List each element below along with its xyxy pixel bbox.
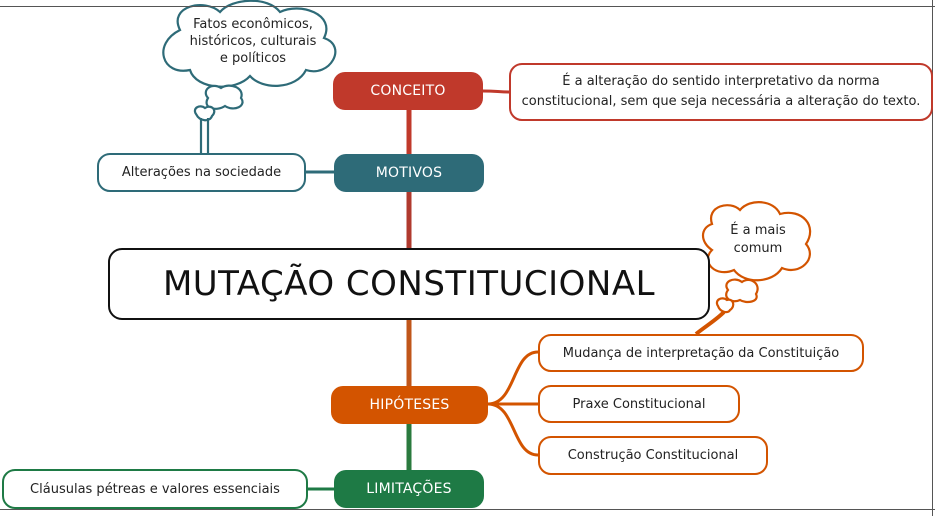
hipoteses-item-1: Mudança de interpretação da Constituição [538,334,864,372]
branch-motivos: MOTIVOS [334,154,484,192]
conceito-detail-box: É a alteração do sentido interpretativo … [509,63,933,121]
thought-line: Fatos econômicos, [193,17,313,32]
thought-line: comum [733,241,783,256]
conceito-detail-line: constitucional, sem que seja necessária … [521,94,921,109]
thought-text-hipoteses: É a mais comum [706,222,810,258]
thought-line: e políticos [219,51,287,66]
hipoteses-connector-1 [487,350,539,406]
branch-limitacoes: LIMITAÇÕES [334,470,484,508]
frame-top-line [0,6,935,7]
branch-conceito: CONCEITO [333,72,483,110]
hipoteses-item-2: Praxe Constitucional [538,385,740,423]
frame-right-line [932,0,933,516]
branch-hipoteses: HIPÓTESES [331,386,488,424]
main-topic: MUTAÇÃO CONSTITUCIONAL [108,248,710,320]
thought-line: É a mais [730,223,786,238]
thought-text-motivos: Fatos econômicos, históricos, culturais … [172,16,334,67]
thought-cloud-hipoteses [694,201,812,336]
conceito-connector [482,89,510,94]
hipoteses-connector-3 [487,402,539,457]
motivos-detail-box: Alterações na sociedade [97,153,306,192]
limitacoes-detail-box: Cláusulas pétreas e valores essenciais [2,469,308,509]
hipoteses-item-3: Construção Constitucional [538,436,768,475]
conceito-detail-line: É a alteração do sentido interpretativo … [562,74,880,89]
thought-cloud-motivos [162,0,337,162]
frame-bottom-line [0,509,935,510]
thought-line: históricos, culturais [189,34,317,49]
